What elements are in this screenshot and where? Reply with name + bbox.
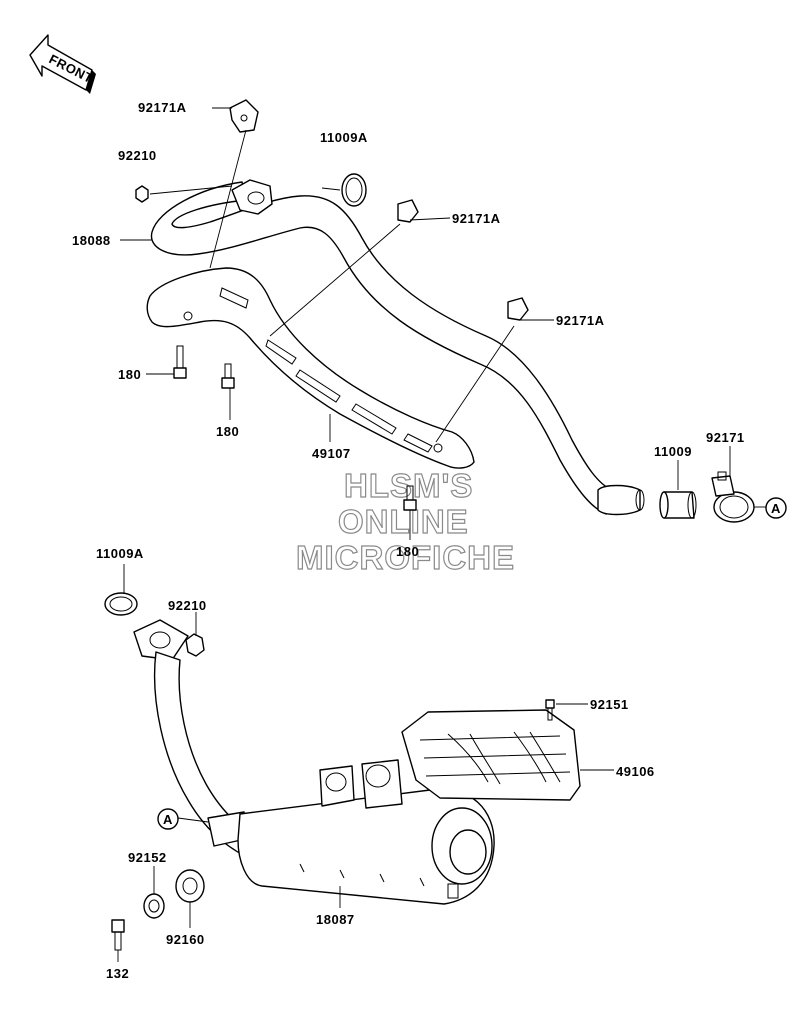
callout-92151: 92151 [590, 697, 629, 712]
callout-132: 132 [106, 966, 129, 981]
callout-49107: 49107 [312, 446, 351, 461]
connector-a-upper-label: A [771, 501, 781, 516]
callout-11009A-top: 11009A [320, 130, 368, 145]
callout-92171A-right: 92171A [556, 313, 605, 328]
watermark-line-1: HLSM'S [344, 467, 473, 504]
watermark-line-2: ONLINE [338, 503, 469, 540]
bolt-132 [111, 919, 125, 951]
clamp-92171A-mid [397, 199, 419, 223]
connector-a-lower-label: A [163, 812, 173, 827]
callout-92210-low: 92210 [168, 598, 207, 613]
gasket-11009 [659, 491, 697, 519]
clamp-92171A-top [229, 99, 259, 133]
nut-92210-low [185, 633, 205, 657]
callout-180-mid: 180 [216, 424, 239, 439]
connector-a-lower: A [157, 808, 179, 830]
clamp-92171 [711, 471, 755, 523]
screw-92151 [545, 699, 555, 721]
callout-92171A-top: 92171A [138, 100, 187, 115]
connector-a-upper: A [765, 497, 787, 519]
watermark: HLSM'S ONLINE MICROFICHE [295, 466, 515, 576]
collar-92152 [143, 893, 165, 919]
callout-92210-top: 92210 [118, 148, 157, 163]
gasket-11009A-top [341, 173, 367, 207]
heat-guard-49107 [146, 267, 475, 469]
front-arrow-icon: FRONT [29, 34, 96, 94]
bolt-180-left [173, 345, 187, 379]
callout-92171A-mid: 92171A [452, 211, 501, 226]
head-pipe-18088 [150, 179, 645, 516]
clamp-92171A-right [507, 297, 529, 321]
callout-49106: 49106 [616, 764, 655, 779]
part-callouts: 92171A 92210 11009A 92171A 18088 92171A … [72, 100, 745, 981]
callout-180-low: 180 [396, 544, 419, 559]
callout-92171: 92171 [706, 430, 745, 445]
nut-92210-top [135, 185, 149, 203]
leader-lines [117, 107, 766, 962]
callout-18088: 18088 [72, 233, 111, 248]
watermark-line-3: MICROFICHE [296, 539, 515, 576]
bolt-180-mid [221, 363, 235, 389]
callout-18087: 18087 [316, 912, 355, 927]
callout-180-left: 180 [118, 367, 141, 382]
callout-11009: 11009 [654, 444, 692, 459]
heat-guard-49106 [401, 709, 581, 801]
callout-92160: 92160 [166, 932, 205, 947]
damper-92160 [175, 869, 205, 903]
gasket-11009A-low [104, 592, 138, 616]
callout-11009A-low: 11009A [96, 546, 144, 561]
callout-92152: 92152 [128, 850, 167, 865]
